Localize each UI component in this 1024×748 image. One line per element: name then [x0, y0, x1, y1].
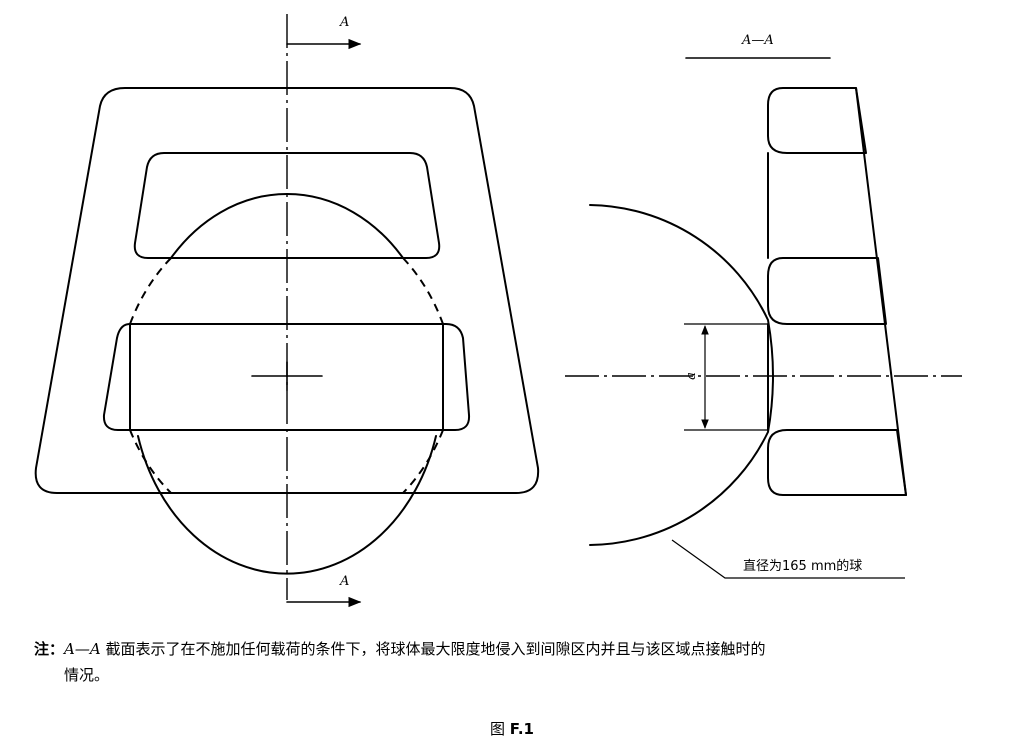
cut-marker-top: A	[339, 15, 349, 30]
caption-prefix: 图	[490, 720, 510, 738]
sphere-callout: 直径为165 mm的球	[671, 539, 905, 579]
callout-label: 直径为165 mm的球	[743, 558, 862, 574]
section-hatch-middle	[767, 257, 887, 325]
note-head: 注：	[34, 640, 65, 658]
cut-marker-bottom: A	[339, 574, 349, 589]
dimension-label: a	[684, 372, 699, 380]
section-view: A—A a 直径为165 mm的球	[565, 33, 962, 579]
outer-frame	[34, 87, 540, 494]
note-section-ref: A—A	[64, 640, 101, 658]
section-hatch-top	[767, 87, 867, 154]
front-view: A A	[34, 14, 540, 608]
figure-caption: 图 F.1	[0, 718, 1024, 739]
lower-slot	[102, 323, 471, 431]
section-hatch-bottom	[767, 429, 907, 496]
figure-note: 注：A—A 截面表示了在不施加任何载荷的条件下，将球体最大限度地侵入到间隙区内并…	[34, 636, 1004, 688]
sphere-front	[129, 193, 444, 575]
section-title: A—A	[741, 33, 774, 48]
dimension-a: a	[684, 323, 768, 431]
sphere-section	[589, 204, 774, 546]
note-line1: 截面表示了在不施加任何载荷的条件下，将球体最大限度地侵入到间隙区内并且与该区域点…	[100, 640, 766, 658]
upper-slot	[133, 152, 441, 259]
caption-number: F.1	[509, 720, 534, 738]
section-outer-face	[855, 87, 907, 496]
note-line2: 情况。	[64, 666, 110, 684]
